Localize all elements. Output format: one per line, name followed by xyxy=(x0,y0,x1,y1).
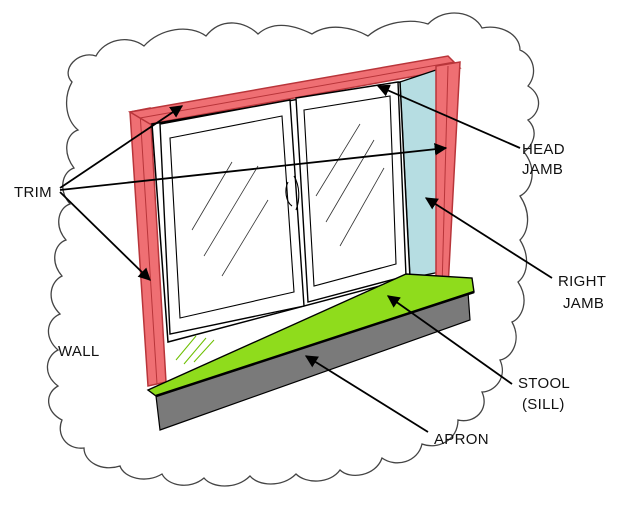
trim-arrow-right xyxy=(59,142,448,191)
wall-label: WALL xyxy=(58,343,100,360)
right-jamb-label-line2: JAMB xyxy=(563,295,605,312)
head-jamb-arrow xyxy=(376,84,521,149)
right-jamb-arrow xyxy=(424,197,553,279)
sash-handle xyxy=(285,175,300,211)
trim-arrow-left xyxy=(59,191,151,281)
trim-arrow-head xyxy=(59,105,184,189)
apron-arrow xyxy=(304,355,429,433)
stool-arrow xyxy=(386,295,513,385)
head-jamb-label-line1: HEAD xyxy=(522,141,565,158)
stool-label-line2: (SILL) xyxy=(522,396,565,413)
head-jamb-label-line2: JAMB xyxy=(522,161,564,178)
stool-reflection xyxy=(175,335,215,365)
apron-label: APRON xyxy=(434,431,489,448)
leader-arrows xyxy=(59,84,553,433)
stool-label-line1: STOOL xyxy=(518,375,571,392)
glass-glare xyxy=(191,123,385,277)
trim-label: TRIM xyxy=(14,184,52,201)
left-glass xyxy=(169,115,295,319)
right-jamb-label-line1: RIGHT xyxy=(558,273,607,290)
right-glass xyxy=(303,95,397,287)
